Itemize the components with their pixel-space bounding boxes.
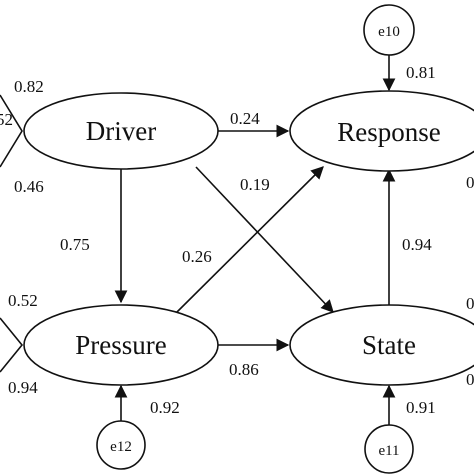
coef-e11-state: 0.91 [406, 398, 436, 417]
node-pressure [23, 304, 219, 386]
node-response [289, 90, 474, 172]
edge-driver-state [195, 166, 334, 313]
coef-e10-response: 0.81 [406, 63, 436, 82]
coef-left-bottom-upper: 0.52 [8, 291, 38, 310]
error-e12 [96, 420, 146, 470]
node-response-label: Response [337, 117, 441, 147]
left-top-indicator-shape [0, 94, 23, 168]
coef-driver-response: 0.24 [230, 109, 260, 128]
coef-left-top-upper: 0.82 [14, 77, 44, 96]
node-pressure-label: Pressure [75, 330, 166, 360]
error-e11 [364, 424, 414, 474]
error-e11-label: e11 [378, 443, 399, 459]
node-state [289, 304, 474, 386]
right-mid-cut-label: 0 [466, 294, 474, 313]
node-driver-label: Driver [86, 116, 156, 146]
left-bottom-indicator-shape [0, 317, 24, 373]
node-driver [23, 92, 219, 170]
coef-state-response: 0.94 [402, 235, 432, 254]
coef-pressure-response: 0.26 [182, 247, 212, 266]
coef-pressure-state: 0.86 [229, 360, 259, 379]
coef-driver-state: 0.19 [240, 175, 270, 194]
edge-pressure-response [176, 166, 324, 313]
coef-left-bottom-lower: 0.94 [8, 378, 38, 397]
coef-e12-pressure: 0.92 [150, 398, 180, 417]
right-top-cut-label: 0 [466, 173, 474, 192]
error-e10-label: e10 [378, 24, 400, 40]
error-e12-label: e12 [110, 439, 132, 455]
coef-left-top-lower: 0.46 [14, 177, 44, 196]
error-e10 [363, 4, 415, 56]
left-top-cut-label: 52 [0, 110, 13, 129]
coef-driver-pressure: 0.75 [60, 235, 90, 254]
node-state-label: State [362, 330, 416, 360]
right-bottom-cut-label: 0 [466, 370, 474, 389]
